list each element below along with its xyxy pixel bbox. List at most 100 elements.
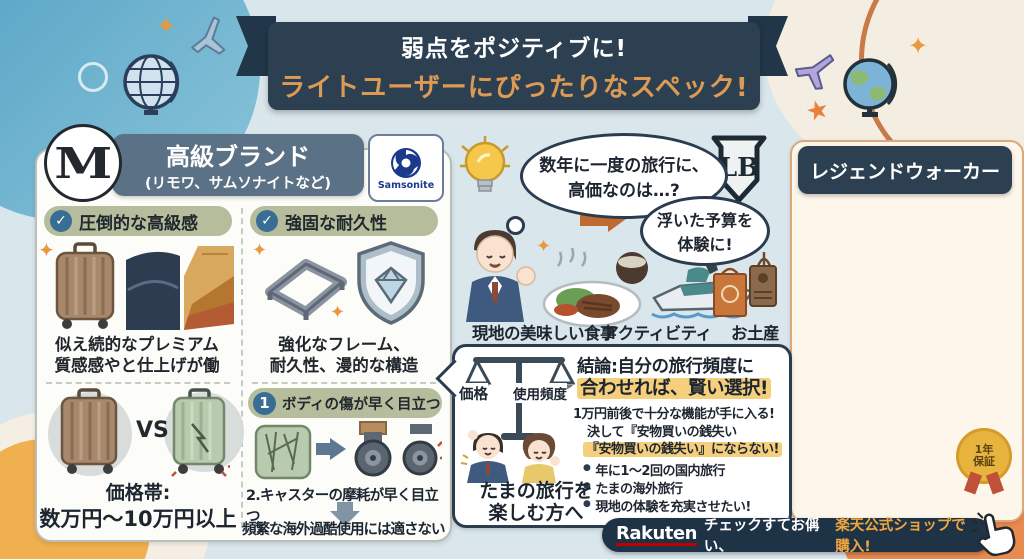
weakness-1: 1 ボディの傷が早く目立つ xyxy=(248,388,442,418)
rakuten-shop-button[interactable]: Rakuten チェックすてお偁い、 楽天公式ショップで購入! xyxy=(602,518,992,555)
legend-walker-title: レジェンドウォーカー xyxy=(798,146,1012,194)
label-local-food: 現地の美味しい食事 xyxy=(472,324,617,343)
durability-caption: 強化なフレーム、 耐久性、漫的な構造 xyxy=(246,334,442,377)
bullet-icon: ● xyxy=(583,499,591,509)
banner-line2: ライトユーザーにぴったりなスペック! xyxy=(279,72,749,103)
conclusion-headline2-text: 合わせれば、賢い選択! xyxy=(577,378,771,399)
airplane-icon-right xyxy=(794,54,835,90)
scratched-panel-icon xyxy=(254,424,312,480)
warranty-line2: 保証 xyxy=(973,455,995,468)
sparkle-icon: ✦ xyxy=(536,236,552,257)
scale-price-label: 価格 xyxy=(459,383,488,404)
label-souvenir: お土産 xyxy=(731,324,780,343)
luxury-brand-title: 高級ブランド xyxy=(166,143,310,171)
banner-line1: 弱点をポジティブに! xyxy=(400,35,628,62)
conclusion-sub2: 決して『安物買いの銭失い xyxy=(587,425,737,440)
caster-wheel-icon xyxy=(402,424,442,476)
brand-monogram-logo: M xyxy=(44,124,122,202)
green-suitcase-vs-icon xyxy=(171,388,230,477)
luxury-caption-line2: 質感感やと仕上げが働 xyxy=(54,356,220,376)
arrow-icon xyxy=(316,438,346,460)
warranty-badge: 1年 保証 xyxy=(956,428,1012,495)
bullet-text: 現地の体験を充実させたい! xyxy=(595,500,751,515)
caster-wheel-icon xyxy=(354,421,392,477)
durability-caption-line1: 強化なフレーム、 xyxy=(278,335,410,354)
sparkle-icon: ✦ xyxy=(156,12,177,40)
bullet-text: 年に1〜2回の国内旅行 xyxy=(595,464,725,479)
brown-suitcase-icon xyxy=(55,242,115,329)
tan-leather-swatch xyxy=(184,246,234,330)
price-label: 価格帯: xyxy=(105,482,171,504)
hand-cursor-icon xyxy=(970,512,1016,557)
earth-globe-icon xyxy=(843,58,898,117)
local-food-icon xyxy=(542,247,648,328)
label-activity: アクティビティ xyxy=(602,324,712,343)
warranty-line1: 1年 xyxy=(974,442,994,456)
number-1-badge: 1 xyxy=(253,391,276,415)
thought-dot xyxy=(506,216,525,235)
feature-luxury-header: ✓ 圧倒的な高級感 xyxy=(44,206,232,236)
weakness-1-label: ボディの傷が早く目立つ xyxy=(282,396,441,413)
shield-diamond-icon xyxy=(357,241,425,325)
monogram-letter: M xyxy=(53,138,113,188)
bullet-item: ● 年に1〜2回の国内旅行 xyxy=(583,460,725,479)
column-divider xyxy=(241,208,243,528)
samsonite-logo: Samsonite xyxy=(368,134,444,202)
price-value: 数万円〜10万円以上 xyxy=(39,506,237,531)
check-icon: ✓ xyxy=(256,210,278,232)
divider xyxy=(252,382,436,384)
conclusion-sub3: 『安物買いの銭失い』にならない! xyxy=(583,438,782,457)
navy-leather-swatch xyxy=(126,251,180,330)
audience-line2: 楽しむ方へ xyxy=(488,501,584,524)
decor-small-ring xyxy=(78,62,108,92)
budget-speech-bubble: 浮いた予算を 体験に! xyxy=(640,196,770,266)
down-arrow-icon xyxy=(330,502,360,526)
divider xyxy=(46,382,230,384)
frame-icon xyxy=(265,259,347,320)
souvenir-icon xyxy=(713,252,777,317)
sparkle-icon: ✦ xyxy=(38,238,55,262)
conclusion-headline1: 結論:自分の旅行頻度に xyxy=(577,357,754,377)
bubble-line2: 体験に! xyxy=(677,235,733,254)
luxury-caption-line1: 似え続的なプレミアム xyxy=(55,335,219,354)
rakuten-logo: Rakuten xyxy=(616,523,697,547)
sparkle-icon: ✦ xyxy=(252,240,268,261)
check-icon: ✓ xyxy=(50,210,72,232)
thought-bubble: 数年に一度の旅行に、 高価なのは…? xyxy=(520,133,728,219)
weakness-2-label: 2.キャスターの摩耗が早く目立つ xyxy=(246,488,439,525)
footer-highlight-text: 楽天公式ショップで購入! xyxy=(835,518,966,555)
luxury-caption: 似え続的なプレミアム 質感感やと仕上げが働 xyxy=(38,334,236,377)
samsonite-swirl-icon xyxy=(391,147,421,178)
bullet-text: たまの海外旅行 xyxy=(595,482,683,497)
audience-label: たまの旅行を 楽しむ方へ xyxy=(461,480,611,525)
durability-caption-line2: 耐久性、漫的な構造 xyxy=(269,356,419,376)
feature-durability-header: ✓ 強固な耐久性 xyxy=(250,206,438,236)
lightbulb-icon xyxy=(460,136,510,192)
sparkle-icon: ✦ xyxy=(330,302,346,323)
conclusion-headline2: 合わせれば、賢い選択! xyxy=(577,374,771,400)
conclusion-card: 価格 使用頻度 結論:自分の旅行頻度に 合わせれば、賢い選択! 1万円前後で十分… xyxy=(435,344,792,528)
audience-line1: たまの旅行を xyxy=(479,480,593,502)
samsonite-label: Samsonite xyxy=(377,179,435,191)
brown-suitcase-vs-icon xyxy=(60,388,118,474)
bubble-line1: 浮いた予算を xyxy=(656,211,753,230)
bullet-item: ● たまの海外旅行 xyxy=(583,478,683,497)
scale-frequency-label: 使用頻度 xyxy=(513,383,567,403)
feature-durability-label: 強固な耐久性 xyxy=(285,213,387,234)
bullet-icon: ● xyxy=(583,481,591,491)
bullet-icon: ● xyxy=(583,463,591,473)
sparkle-icon: ✦ xyxy=(908,32,929,60)
footer-text: チェックすてお偁い、 xyxy=(703,518,820,555)
durability-note: 頻繁な海外過酷使用には適さない xyxy=(242,522,446,538)
vs-label: VS xyxy=(136,418,169,443)
conclusion-sub1: 1万円前後で十分な機能が手に入る! xyxy=(573,407,775,422)
globe-icon xyxy=(123,54,180,115)
airplane-icon xyxy=(191,16,226,55)
title-banner: 弱点をポジティブに! ライトユーザーにぴったりなスペック! xyxy=(268,22,760,110)
conclusion-sub3-text: 『安物買いの銭失い』にならない! xyxy=(583,442,782,457)
thought-line2: 高価なのは…? xyxy=(568,181,680,201)
happy-man-illustration xyxy=(466,230,536,322)
thought-line1: 数年に一度の旅行に、 xyxy=(539,156,709,176)
bullet-item: ● 現地の体験を充実させたい! xyxy=(583,496,751,515)
